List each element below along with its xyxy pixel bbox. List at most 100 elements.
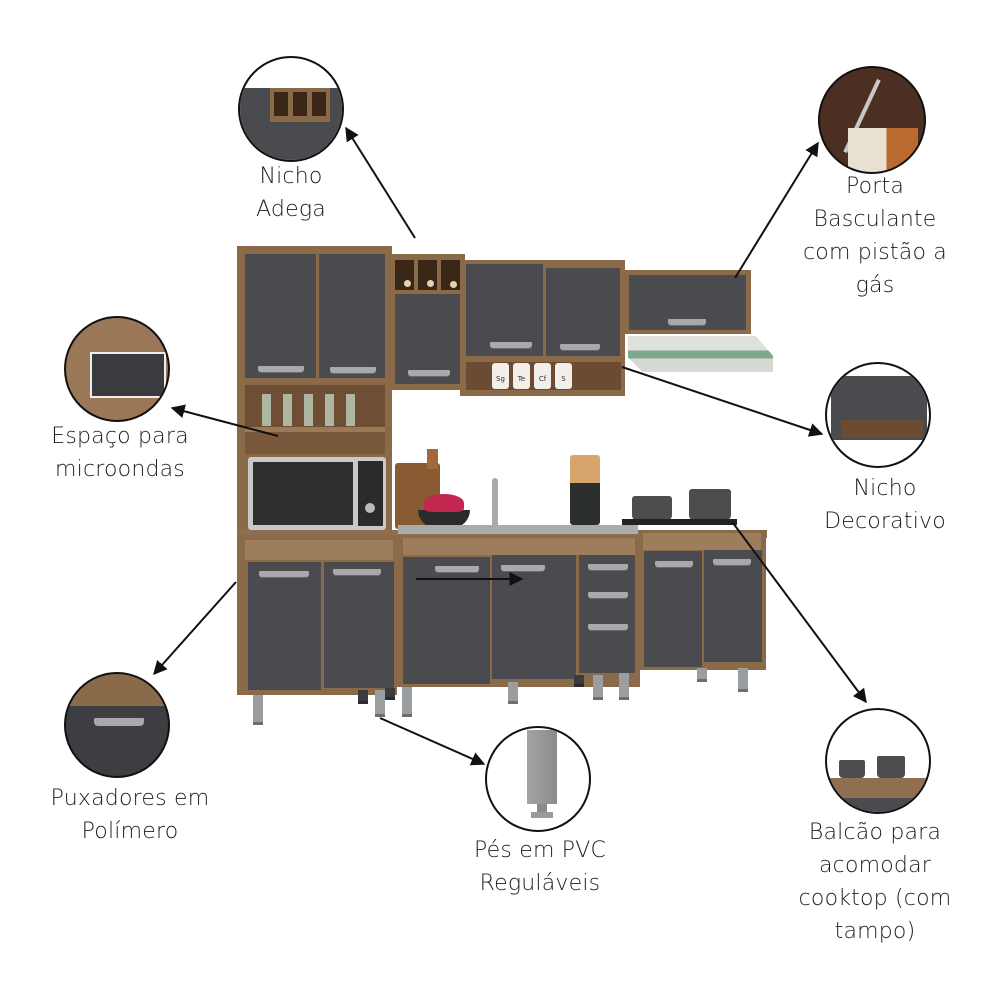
cooktop-grate	[622, 519, 737, 525]
drawer-band	[245, 540, 393, 560]
feature-label-balcao-cooktop: Balcão para acomodar cooktop (com tampo)	[775, 816, 975, 948]
adjustable-foot-screw	[537, 804, 547, 812]
feature-label-nicho-adega: Nicho Adega	[226, 160, 356, 226]
handle	[713, 559, 751, 565]
countertop-icon	[827, 778, 929, 798]
feature-label-puxadores: Puxadores em Polímero	[30, 782, 230, 848]
label-line: gás	[855, 273, 895, 298]
open-shelf	[245, 432, 385, 454]
feature-thumbnail-balcao-cooktop	[825, 708, 931, 814]
microwave	[248, 457, 386, 530]
faucet	[492, 478, 498, 526]
door-strip	[827, 798, 929, 812]
feature-thumbnail-porta-basculante	[818, 66, 926, 174]
handle	[655, 561, 693, 567]
cooktop-pot	[632, 496, 672, 521]
arrow-pes-pvc	[379, 717, 486, 766]
label-line: Reguláveis	[479, 871, 601, 896]
handle	[435, 566, 479, 572]
upper-cabinet-door	[319, 254, 385, 378]
feature-thumbnail-espaco-microondas	[64, 316, 170, 422]
feature-label-espaco-microondas: Espaço para microondas	[30, 420, 210, 486]
adjustable-foot-icon	[527, 730, 557, 804]
handle	[333, 569, 381, 575]
feature-thumbnail-puxadores	[64, 672, 170, 778]
cabinet-leg	[358, 690, 368, 704]
label-line: Basculante	[813, 207, 937, 232]
drawer-band	[643, 533, 761, 550]
cabinet-leg	[253, 695, 263, 725]
label-line: Espaço para	[51, 424, 189, 449]
spice-jar: Te	[513, 363, 530, 389]
label-line: Porta	[845, 174, 905, 199]
arrow-puxadores	[153, 581, 237, 676]
lower-cabinet-door	[492, 555, 576, 679]
cabinet-leg	[385, 688, 395, 700]
cabinet-leg	[593, 675, 603, 700]
wine-niche-cells	[274, 92, 326, 116]
feature-thumbnail-nicho-adega	[238, 56, 344, 162]
drawer-stack	[579, 555, 635, 673]
upper-cabinet-door	[245, 254, 316, 378]
handle	[501, 565, 545, 571]
wood-band	[66, 674, 168, 706]
range-hood	[628, 336, 773, 372]
label-line: Puxadores em	[50, 786, 210, 811]
sink-countertop	[398, 525, 638, 534]
label-line: Nicho	[259, 164, 323, 189]
label-line: acomodar	[818, 853, 932, 878]
storage-jars	[848, 128, 918, 172]
polymer-handle-icon	[94, 718, 144, 726]
arrow-porta-basculante	[734, 141, 819, 279]
microwave-window	[253, 462, 353, 525]
decorative-niche-shelf	[841, 420, 923, 438]
handle	[588, 592, 628, 598]
label-line: tampo)	[834, 919, 916, 944]
feature-label-pes-pvc: Pés em PVC Reguláveis	[440, 834, 640, 900]
microwave-dial	[365, 503, 375, 513]
feature-thumbnail-pes-pvc	[485, 726, 591, 832]
cutting-board-handle	[427, 449, 438, 469]
cooktop-pot	[689, 489, 731, 521]
arrow-espaco-microondas	[170, 404, 279, 437]
lower-cabinet-door	[644, 551, 702, 667]
spice-jar: Cf	[534, 363, 551, 389]
cooktop-pot-icon	[839, 760, 865, 778]
handle	[560, 344, 600, 350]
fruit-bowl	[418, 510, 470, 528]
fruit	[424, 494, 464, 512]
spice-jar: Sg	[492, 363, 509, 389]
cabinet-leg	[574, 675, 584, 687]
label-line: Decorativo	[824, 509, 946, 534]
handle	[258, 366, 304, 372]
label-line: Pés em PVC	[473, 838, 607, 863]
spice-jars: Sg Te Cf S	[492, 363, 572, 389]
upper-cabinet-door	[395, 294, 460, 384]
microwave-control-panel	[358, 461, 383, 526]
feature-thumbnail-nicho-decorativo	[825, 362, 931, 468]
label-line: Balcão para	[808, 820, 942, 845]
countertop	[237, 530, 767, 538]
spice-jar: S	[555, 363, 572, 389]
label-line: Adega	[256, 197, 326, 222]
cabinet-leg	[375, 690, 385, 717]
handle	[588, 624, 628, 630]
cabinet-leg	[402, 687, 412, 717]
handle	[588, 564, 628, 570]
wine-bottle-cork	[450, 281, 457, 288]
wine-bottle-cork	[427, 280, 434, 287]
lower-cabinet-door	[324, 562, 394, 688]
cabinet-leg	[738, 668, 748, 692]
decorative-niche-icon	[831, 376, 927, 440]
drawer-band	[403, 538, 635, 555]
shelf-board	[245, 427, 385, 432]
handle	[490, 342, 532, 348]
label-line: microondas	[55, 457, 185, 482]
adjustable-foot-base	[531, 812, 553, 818]
feature-label-nicho-decorativo: Nicho Decorativo	[800, 472, 970, 538]
cabinet-leg	[697, 668, 707, 682]
wine-niche-icon	[240, 88, 342, 160]
lower-cabinet-door	[704, 550, 762, 662]
cabinet-leg	[619, 673, 629, 700]
